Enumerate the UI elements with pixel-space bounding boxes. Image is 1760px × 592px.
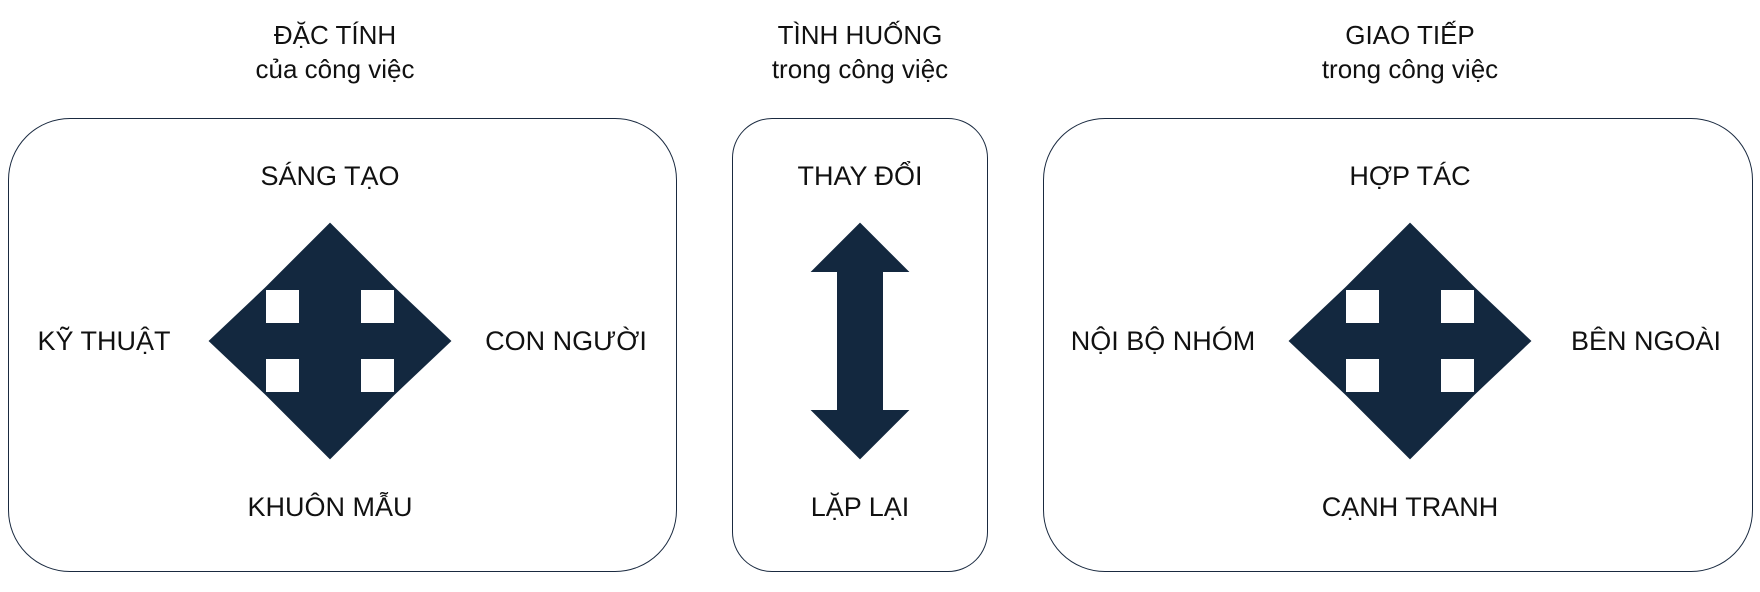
panel-2-bottom-label: LẶP LẠI [810, 492, 910, 522]
vertical-double-arrow-icon [810, 222, 910, 460]
panel-3-top-label: HỢP TÁC [1349, 161, 1471, 191]
four-way-arrow-icon [208, 222, 452, 460]
panel-1-right-label: CON NGƯỜI [485, 326, 647, 356]
panel-1-top-label: SÁNG TẠO [260, 161, 400, 191]
panel-1-title-line1: ĐẶC TÍNH [273, 20, 397, 50]
panel-3-left-label: NỘI BỘ NHÓM [1070, 326, 1256, 356]
panel-2-top-label: THAY ĐỔI [797, 161, 923, 191]
panel-3-title: GIAO TIẾP trong công việc [1260, 18, 1560, 86]
four-way-arrow-icon [1288, 222, 1532, 460]
vertical-double-arrow-shape [810, 222, 910, 460]
panel-3-title-line1: GIAO TIẾP [1345, 20, 1475, 50]
panel-2-title: TÌNH HUỐNG trong công việc [710, 18, 1010, 86]
panel-3-bottom-label: CẠNH TRANH [1321, 492, 1499, 522]
panel-2-title-line1: TÌNH HUỐNG [777, 20, 943, 50]
panel-3-title-line2: trong công việc [1321, 54, 1499, 84]
panel-1-title-line2: của công việc [255, 54, 415, 84]
panel-1-title: ĐẶC TÍNH của công việc [170, 18, 500, 86]
four-way-arrow-shape [208, 222, 452, 460]
panel-1-bottom-label: KHUÔN MẪU [247, 492, 413, 522]
panel-3-right-label: BÊN NGOÀI [1570, 326, 1722, 356]
panel-2-title-line2: trong công việc [771, 54, 949, 84]
panel-1-left-label: KỸ THUẬT [37, 326, 171, 356]
four-way-arrow-shape [1288, 222, 1532, 460]
